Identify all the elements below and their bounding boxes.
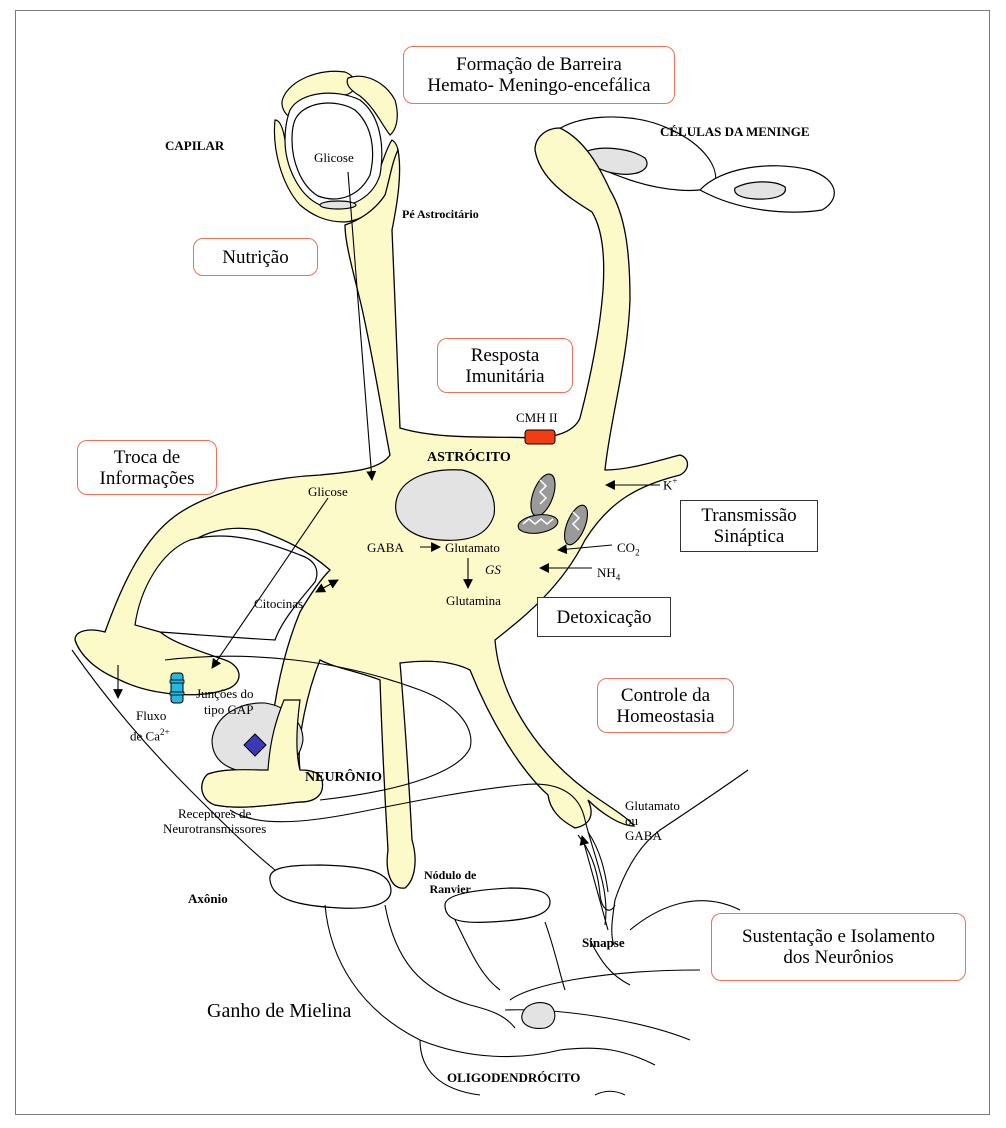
label-pe-astrocitario: Pé Astrocitário [402,207,479,222]
box-transmissao: Transmissão Sináptica [680,500,818,552]
label-juncoes-line2: tipo GAP [196,702,253,718]
box-barreira-line1: Formação de Barreira [456,54,622,75]
label-fluxo: Fluxo de Ca2+ [130,708,170,744]
box-nutricao: Nutrição [193,238,318,276]
box-barreira: Formação de Barreira Hemato- Meningo-enc… [403,46,675,104]
label-juncoes-line1: Junções do [196,686,253,702]
box-detox-label: Detoxicação [557,607,652,628]
box-controle-line1: Controle da [621,685,710,706]
label-glutamina: Glutamina [446,593,501,609]
capillary [274,71,398,222]
label-capilar: CAPILAR [165,138,224,154]
label-glicose-mid: Glicose [308,484,348,500]
label-citocinas: Citocinas [254,596,303,612]
box-troca: Troca de Informações [77,440,217,495]
label-glut-gaba-line2: ou [625,813,680,828]
box-resposta-line1: Resposta [471,345,540,366]
synapse-terminal [578,832,615,910]
box-sustentacao-line2: dos Neurônios [783,947,893,968]
box-resposta: Resposta Imunitária [437,338,573,393]
oligodendrocyte-nucleus [522,1003,555,1029]
label-gaba: GABA [367,540,404,556]
label-meninge: CÉLULAS DA MENINGE [660,124,810,140]
box-barreira-line2: Hemato- Meningo-encefálica [427,75,650,96]
box-resposta-line2: Imunitária [465,366,544,387]
label-juncoes: Junções do tipo GAP [196,686,253,718]
label-nh4-sub: 4 [616,573,621,583]
label-fluxo-sup: 2+ [160,727,170,737]
label-nodulo-line2: Ranvier [424,882,476,896]
box-transmissao-line1: Transmissão [701,505,796,526]
label-axonio: Axônio [188,891,228,907]
box-troca-line2: Informações [100,468,195,489]
label-fluxo-line1: Fluxo [130,708,170,724]
label-k: K+ [663,476,677,493]
label-astrocito: ASTRÓCITO [427,450,511,466]
label-ganho-mielina: Ganho de Mielina [207,1000,351,1023]
gap-junction [171,673,183,703]
label-nodulo-line1: Nódulo de [424,868,476,882]
box-controle-line2: Homeostasia [616,706,714,727]
label-k-text: K [663,477,672,492]
label-glut-gaba-line3: GABA [625,828,680,843]
label-glicose-top: Glicose [314,150,354,166]
label-sinapse: Sinapse [582,935,625,951]
cmh-ii-receptor [525,430,555,444]
box-nutricao-label: Nutrição [222,247,288,268]
box-sustentacao-line1: Sustentação e Isolamento [742,926,935,947]
label-receptores-line2: Neurotransmissores [163,821,266,836]
label-glut-gaba: Glutamato ou GABA [625,798,680,843]
box-detox: Detoxicação [537,597,671,637]
label-glut-gaba-line1: Glutamato [625,798,680,813]
label-k-sup: + [672,476,677,486]
box-transmissao-line2: Sináptica [714,526,785,547]
label-fluxo-line2: de Ca [130,728,160,743]
box-troca-line1: Troca de [114,447,180,468]
label-receptores: Receptores de Neurotransmissores [163,806,266,836]
label-gs: GS [485,562,501,578]
label-nodulo: Nódulo de Ranvier [424,868,476,896]
label-receptores-line1: Receptores de [163,806,266,821]
label-oligodendrocito: OLIGODENDRÓCITO [447,1070,580,1086]
label-co2: CO2 [617,540,640,558]
label-gs-text: GS [485,562,501,577]
label-cmh: CMH II [516,410,558,426]
astrocyte-nucleus [396,470,495,541]
oligodendrocyte [325,901,740,1095]
label-co2-sub: 2 [635,548,640,558]
label-nh4: NH4 [597,565,620,583]
box-sustentacao: Sustentação e Isolamento dos Neurônios [711,913,966,981]
label-nh4-text: NH [597,565,616,580]
box-controle: Controle da Homeostasia [597,678,734,733]
label-neuronio: NEURÔNIO [305,770,382,786]
label-co2-text: CO [617,540,635,555]
label-glutamato: Glutamato [445,540,500,556]
